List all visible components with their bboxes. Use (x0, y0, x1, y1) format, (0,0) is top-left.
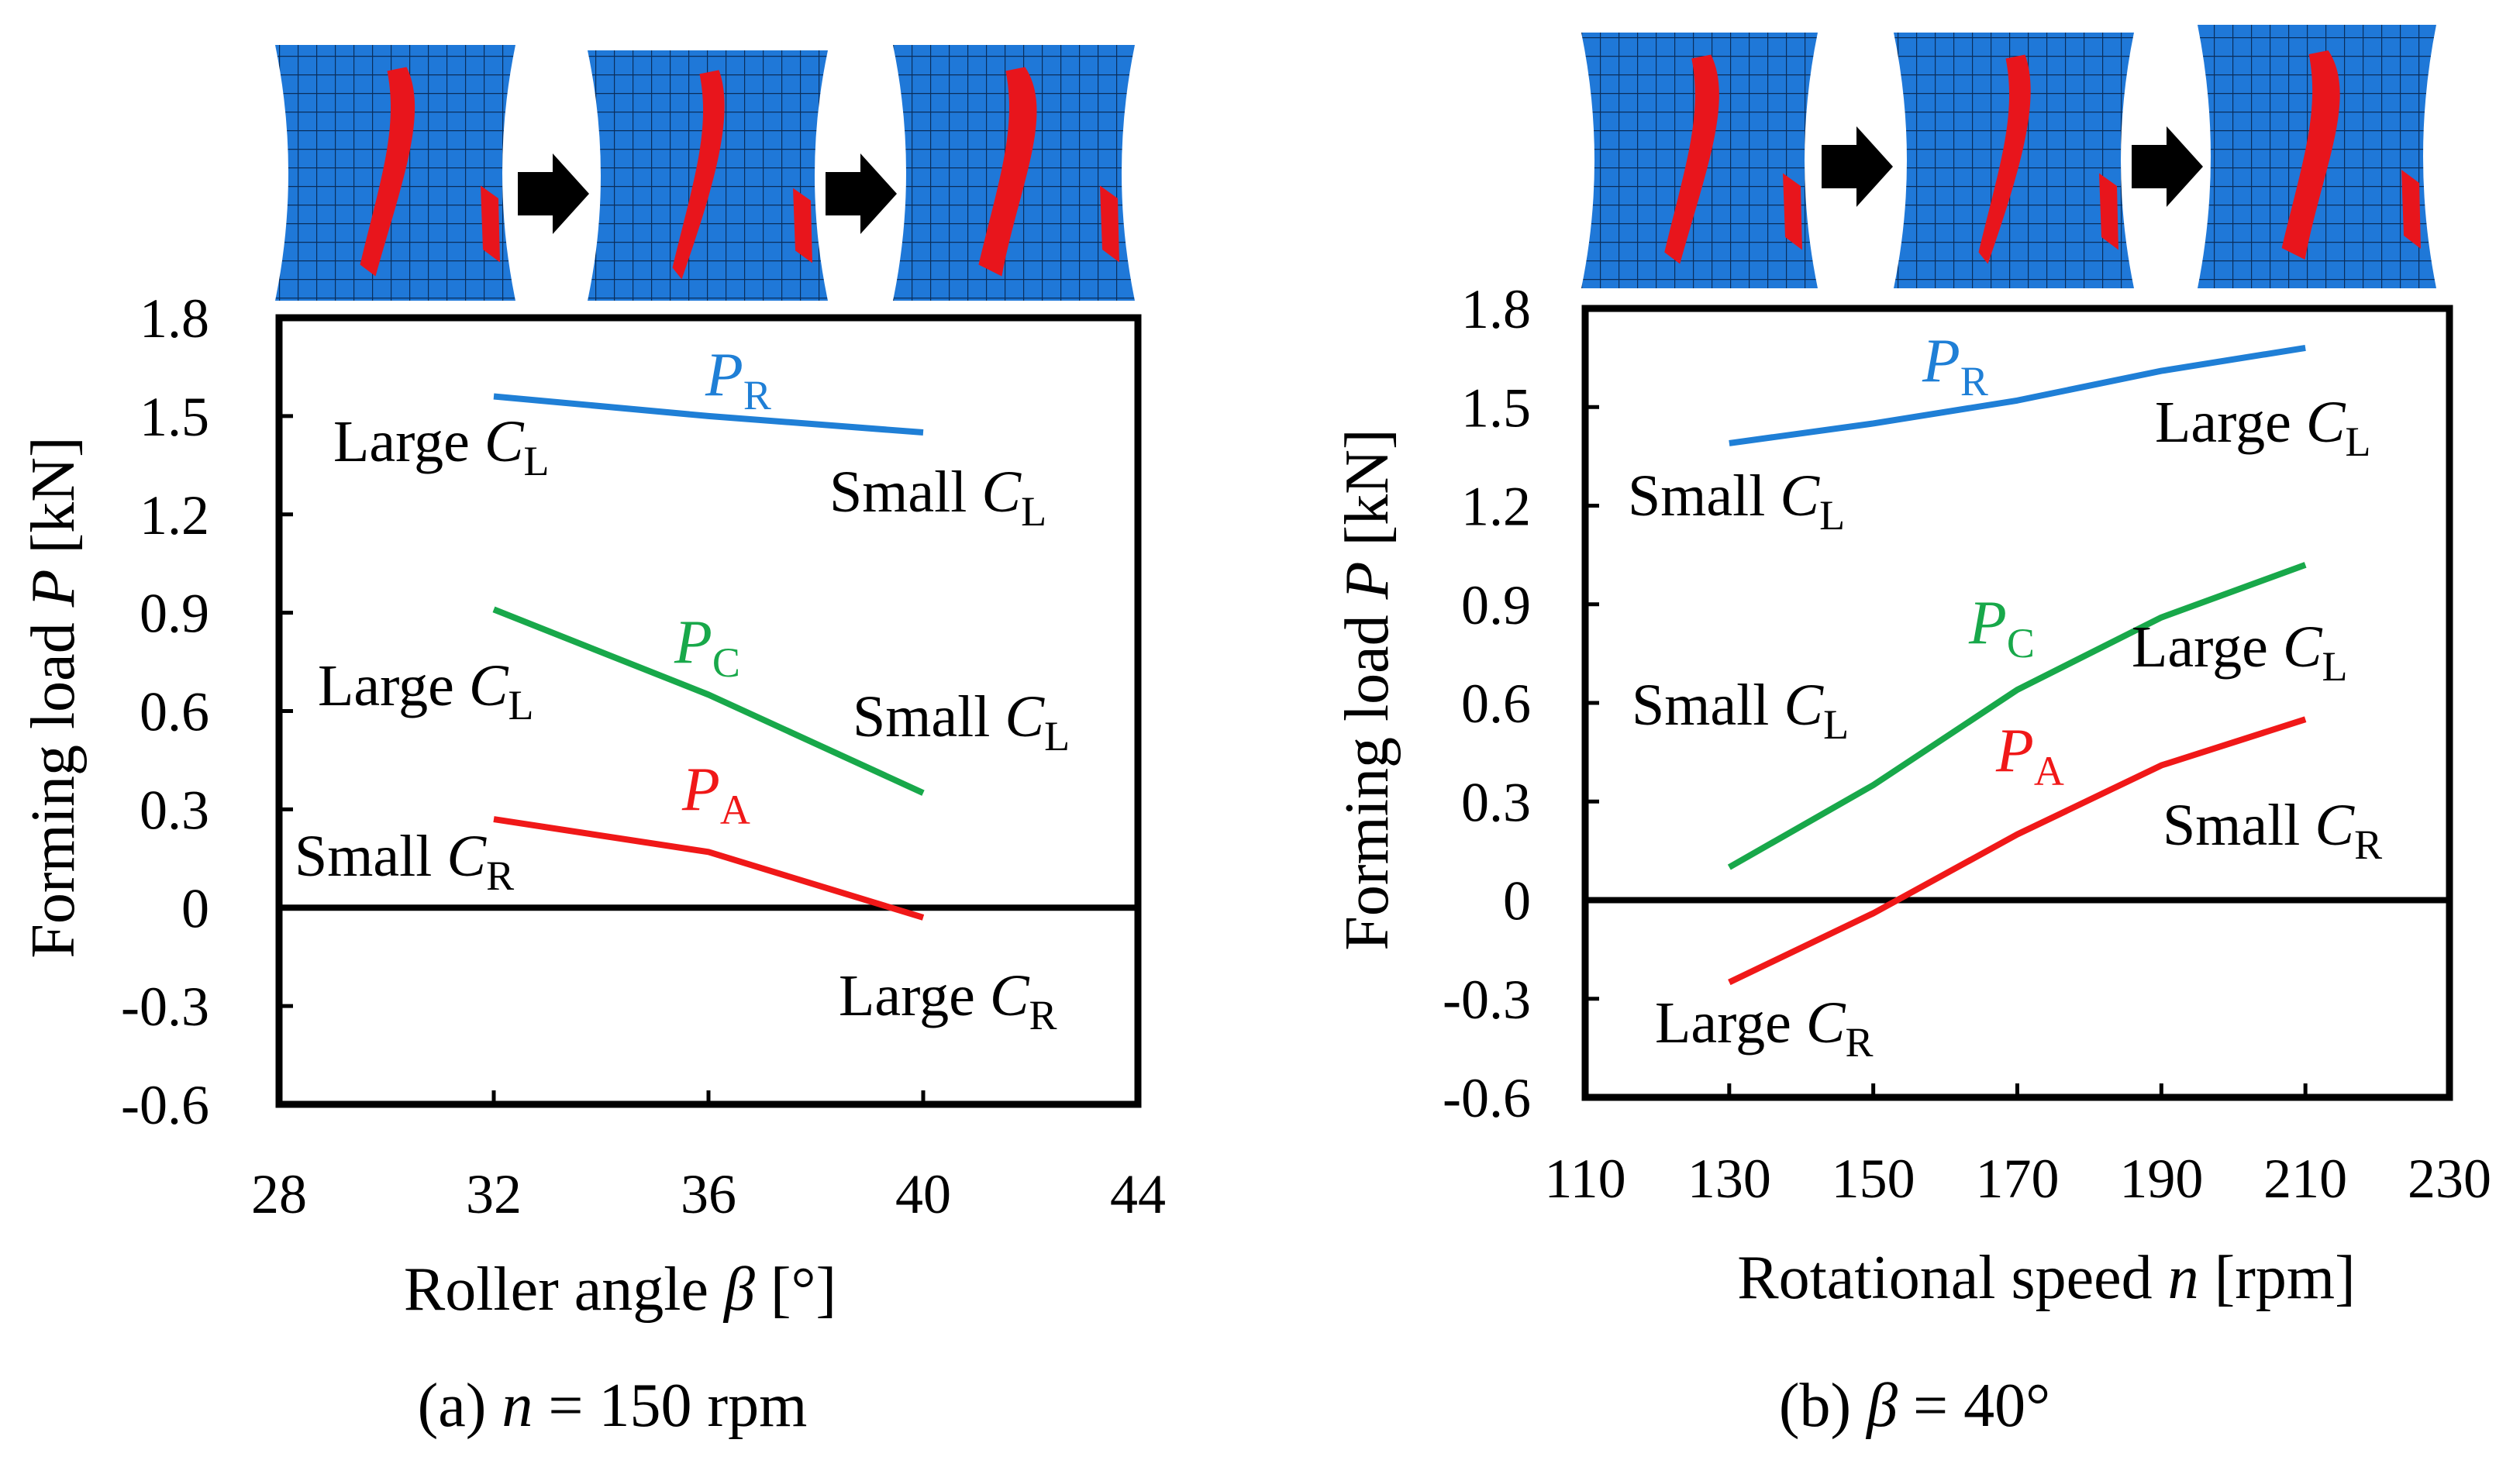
mesh-defect (2401, 170, 2421, 249)
annotation: Small CR (295, 824, 514, 899)
x-tick-label: 170 (1976, 1148, 2060, 1210)
y-axis-label: Forming load P [kN] (1333, 429, 1401, 950)
arrow-right-icon (2132, 126, 2203, 207)
mesh-defect (360, 67, 415, 277)
y-axis-label: Forming load P [kN] (19, 436, 88, 958)
series-label: PR (705, 341, 771, 418)
y-tick-label: 0 (1503, 870, 1531, 932)
mesh-defect (1664, 54, 1719, 264)
annotation: Large CL (333, 409, 550, 484)
x-tick-label: 36 (681, 1163, 736, 1225)
x-tick-label: 110 (1544, 1148, 1625, 1210)
annotation: Small CR (2163, 793, 2382, 868)
y-tick-label: 0.9 (140, 583, 209, 645)
mesh-defect (1783, 173, 1802, 250)
x-tick-label: 44 (1110, 1163, 1166, 1225)
series-label: PR (1922, 327, 1988, 405)
series-label: PC (1968, 589, 2035, 666)
arrow-right-icon (518, 153, 589, 234)
y-tick-label: 1.2 (140, 484, 209, 546)
y-tick-label: -0.6 (1443, 1067, 1531, 1129)
x-tick-label: 190 (2119, 1148, 2203, 1210)
x-tick-label: 40 (895, 1163, 951, 1225)
mesh-defect (672, 70, 725, 280)
y-tick-label: -0.3 (121, 976, 209, 1038)
mesh-defect (2099, 173, 2118, 250)
annotation: Large CL (2132, 615, 2348, 690)
annotation: Large CL (2155, 390, 2371, 465)
y-tick-label: 0 (181, 877, 209, 939)
series-line-p-a (493, 816, 925, 921)
mesh-image (1581, 33, 1818, 288)
annotation: Large CR (839, 963, 1057, 1038)
mesh-defect (1100, 185, 1119, 263)
x-tick-label: 150 (1832, 1148, 1915, 1210)
y-tick-label: -0.6 (121, 1074, 209, 1136)
x-tick-label: 32 (466, 1163, 522, 1225)
mesh-defect (1978, 54, 2031, 264)
x-tick-label: 130 (1687, 1148, 1771, 1210)
mesh-image (588, 50, 828, 301)
annotation: Large CR (1655, 990, 1874, 1066)
arrow-right-icon (1822, 126, 1893, 207)
y-tick-label: 0.9 (1461, 574, 1531, 636)
y-tick-label: 1.5 (140, 386, 209, 448)
x-tick-label: 210 (2263, 1148, 2347, 1210)
mesh-image (893, 45, 1135, 301)
mesh-defect (978, 67, 1037, 277)
arrow-right-icon (826, 153, 897, 234)
y-tick-label: 1.8 (140, 288, 209, 350)
x-tick-label: 28 (251, 1163, 307, 1225)
mesh-image (2198, 25, 2436, 288)
y-tick-label: 1.5 (1461, 377, 1531, 439)
y-tick-label: 0.6 (1461, 673, 1531, 735)
x-axis-label: Rotational speed n [rpm] (1737, 1244, 2356, 1312)
y-tick-label: 0.3 (140, 779, 209, 841)
panel-caption: (a) n = 150 rpm (418, 1372, 808, 1440)
y-tick-label: 1.8 (1461, 278, 1531, 340)
series-label: PA (1995, 717, 2064, 794)
panel-caption: (b) β = 40° (1779, 1372, 2050, 1440)
x-tick-label: 230 (2408, 1148, 2491, 1210)
annotation: Small CL (853, 684, 1070, 759)
mesh-image (1894, 33, 2134, 288)
y-tick-label: 0.6 (140, 681, 209, 743)
annotation: Small CL (829, 460, 1046, 535)
annotation: Small CL (1632, 673, 1849, 748)
mesh-defect (481, 185, 500, 263)
series-label: PA (681, 756, 750, 833)
y-tick-label: 0.3 (1461, 771, 1531, 833)
y-tick-label: -0.3 (1443, 969, 1531, 1031)
mesh-defect (2281, 50, 2340, 260)
annotation: Small CL (1628, 463, 1845, 539)
panel-a: 1.8 1.5 1.2 0.9 0.6 0.3 0 -0.3 -0.6 28 32 36 40 44 PR P… (19, 45, 1166, 1440)
mesh-defect (793, 188, 812, 263)
annotation: Large CL (318, 653, 534, 728)
mesh-image (275, 45, 515, 301)
x-axis-label: Roller angle β [°] (404, 1255, 836, 1324)
y-tick-label: 1.2 (1461, 476, 1531, 538)
series-label: PC (674, 608, 740, 686)
